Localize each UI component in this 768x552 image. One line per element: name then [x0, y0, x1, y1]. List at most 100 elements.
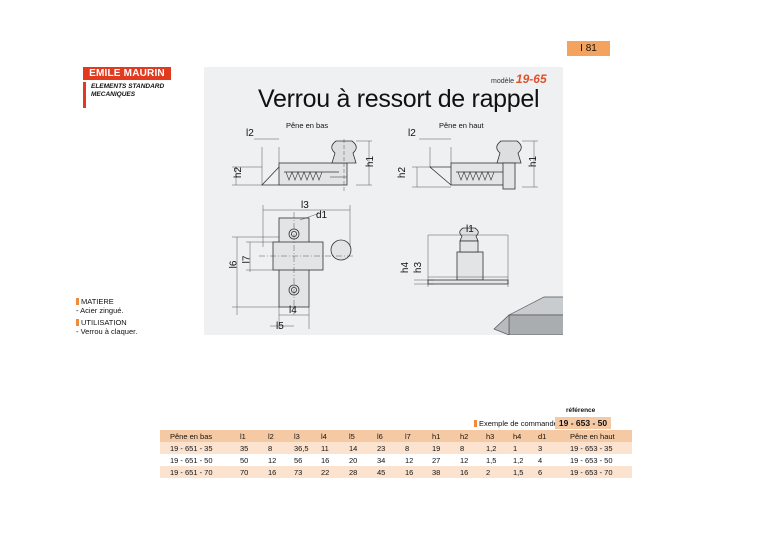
th-h3: h3 — [486, 430, 513, 442]
th-h1: h1 — [432, 430, 460, 442]
reference-label: référence — [566, 407, 596, 414]
dim-l4: l4 — [289, 305, 297, 316]
table-cell: 70 — [234, 466, 268, 478]
table-cell: 2 — [486, 466, 513, 478]
dim-h1-right: h1 — [528, 155, 540, 168]
table-cell: 4 — [538, 454, 560, 466]
brand-sub-line2: MECANIQUES — [91, 91, 136, 98]
table-cell: 45 — [377, 466, 405, 478]
table-cell: 16 — [321, 454, 349, 466]
table-cell: 23 — [377, 442, 405, 454]
th-l7: l7 — [405, 430, 432, 442]
table-cell: 11 — [321, 442, 349, 454]
table-cell: 8 — [460, 442, 486, 454]
table-cell: 8 — [268, 442, 294, 454]
table-cell: 19 - 653 - 50 — [560, 454, 632, 466]
table-cell: 35 — [234, 442, 268, 454]
table-cell: 16 — [405, 466, 432, 478]
brand-logo: EMILE MAURIN — [83, 67, 171, 80]
brand-subtitle: ELEMENTS STANDARD MECANIQUES — [91, 83, 164, 99]
table-cell: 1,5 — [486, 454, 513, 466]
table-cell: 14 — [349, 442, 377, 454]
table-cell: 19 - 653 - 70 — [560, 466, 632, 478]
th-pene-en-haut: Pêne en haut — [560, 430, 632, 442]
th-l3: l3 — [294, 430, 321, 442]
table-cell: 27 — [432, 454, 460, 466]
table-cell: 19 - 651 - 50 — [160, 454, 234, 466]
table-cell: 12 — [405, 454, 432, 466]
order-example-label: Exemple de commande — [474, 419, 558, 428]
th-h4: h4 — [513, 430, 538, 442]
table-cell: 1,2 — [486, 442, 513, 454]
table-cell: 38 — [432, 466, 460, 478]
table-cell: 34 — [377, 454, 405, 466]
th-d1: d1 — [538, 430, 560, 442]
brand-logo-bar — [83, 82, 86, 108]
table-cell: 28 — [349, 466, 377, 478]
caption-pene-en-haut: Pêne en haut — [439, 121, 484, 130]
table-cell: 19 — [432, 442, 460, 454]
table-cell: 12 — [460, 454, 486, 466]
th-l5: l5 — [349, 430, 377, 442]
dim-l2-left: l2 — [246, 128, 254, 139]
caption-pene-en-bas: Pêne en bas — [286, 121, 329, 130]
table-header-row: Pêne en bas l1 l2 l3 l4 l5 l6 l7 h1 h2 h… — [160, 430, 632, 442]
dim-h4: h4 — [400, 261, 412, 274]
model-prefix: modèle — [491, 78, 514, 85]
page-title: Verrou à ressort de rappel — [258, 85, 540, 113]
table-cell: 1,2 — [513, 454, 538, 466]
table-cell: 3 — [538, 442, 560, 454]
table-cell: 8 — [405, 442, 432, 454]
table-cell: 19 - 653 - 35 — [560, 442, 632, 454]
dim-l5: l5 — [276, 321, 284, 332]
table-cell: 36,5 — [294, 442, 321, 454]
dim-l3: l3 — [301, 200, 309, 211]
th-l6: l6 — [377, 430, 405, 442]
dim-d1: d1 — [316, 210, 328, 221]
utilisation-title: UTILISATION — [76, 318, 137, 327]
dim-l6: l6 — [228, 260, 240, 269]
dim-l2-right: l2 — [408, 128, 416, 139]
order-reference-value: 19 - 653 - 50 — [555, 417, 611, 429]
th-l2: l2 — [268, 430, 294, 442]
table-cell: 19 - 651 - 70 — [160, 466, 234, 478]
top-left-view — [232, 138, 372, 191]
spec-table: Pêne en bas l1 l2 l3 l4 l5 l6 l7 h1 h2 h… — [160, 430, 632, 478]
model-label: modèle 19-65 — [491, 72, 547, 86]
dim-h1-left: h1 — [365, 155, 377, 168]
technical-drawing — [232, 138, 563, 335]
side-view-right — [414, 227, 509, 287]
table-cell: 56 — [294, 454, 321, 466]
th-l1: l1 — [234, 430, 268, 442]
table-cell: 1,5 — [513, 466, 538, 478]
table-cell: 1 — [513, 442, 538, 454]
table-cell: 19 - 651 - 35 — [160, 442, 234, 454]
th-l4: l4 — [321, 430, 349, 442]
dim-h2-right: h2 — [397, 166, 409, 179]
utilisation-text: - Verrou à claquer. — [76, 327, 138, 336]
table-cell: 20 — [349, 454, 377, 466]
model-code: 19-65 — [515, 72, 547, 86]
table-cell: 6 — [538, 466, 560, 478]
drawing-panel — [204, 67, 563, 335]
dim-l1: l1 — [466, 224, 474, 235]
dim-h2-left: h2 — [233, 166, 245, 179]
table-cell: 12 — [268, 454, 294, 466]
table-cell: 50 — [234, 454, 268, 466]
dim-l7: l7 — [241, 255, 253, 264]
table-cell: 22 — [321, 466, 349, 478]
side-notes: MATIERE - Acier zingué. UTILISATION - Ve… — [76, 297, 137, 336]
product-render — [493, 296, 563, 335]
page-number-tab: I 81 — [567, 41, 610, 56]
plan-view — [232, 205, 354, 329]
table-cell: 73 — [294, 466, 321, 478]
top-right-view — [412, 138, 538, 190]
th-pene-en-bas: Pêne en bas — [160, 430, 234, 442]
th-h2: h2 — [460, 430, 486, 442]
table-cell: 16 — [268, 466, 294, 478]
matiere-text: - Acier zingué. — [76, 306, 124, 315]
matiere-title: MATIERE — [76, 297, 137, 306]
